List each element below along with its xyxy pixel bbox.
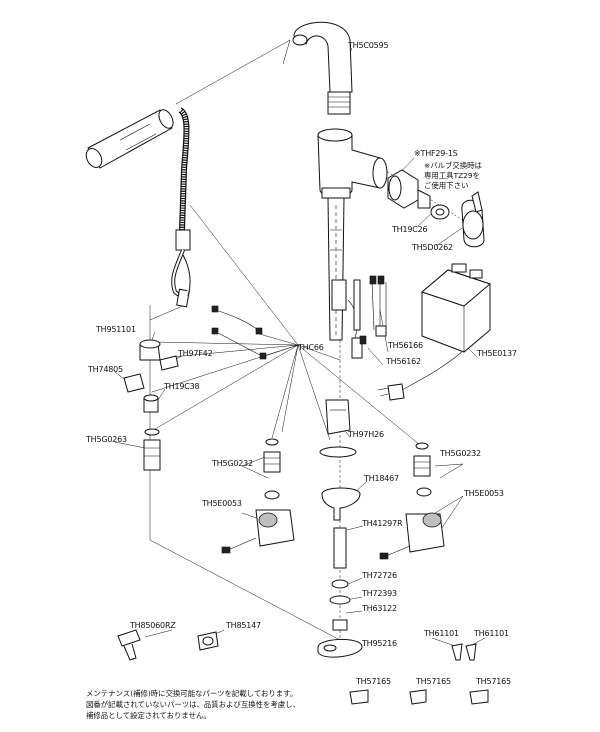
- part-labels: TH5C0595 ※THF29-1S ※バルブ交換時は 専用工具TZ29を ご使…: [85, 41, 517, 686]
- lever-handle: [461, 191, 485, 248]
- clamp: [197, 631, 219, 651]
- label-th5e0053-right: TH5E0053: [463, 489, 504, 498]
- label-th63122: TH63122: [361, 604, 397, 613]
- supply-stop-left: [221, 438, 295, 554]
- label-th56162: TH56162: [385, 357, 421, 366]
- label-th74805: TH74805: [87, 365, 123, 374]
- left-fittings: [123, 339, 179, 471]
- faucet-body: [292, 21, 388, 359]
- label-th56166: TH56166: [387, 341, 423, 350]
- label-th72726: TH72726: [361, 571, 397, 580]
- label-th57165-a: TH57165: [355, 677, 391, 686]
- wire-harness: [359, 275, 387, 345]
- label-th19c38: TH19C38: [163, 382, 200, 391]
- footer-line1: メンテナンス(補修)時に交換可能なパーツを記載しております。: [86, 689, 297, 698]
- label-th57165-c: TH57165: [475, 677, 511, 686]
- label-th72393: TH72393: [361, 589, 397, 598]
- label-th41297r: TH41297R: [361, 519, 403, 528]
- label-th97h26: TH97H26: [347, 430, 384, 439]
- supply-stop-right: [379, 442, 445, 560]
- pull-out-spray-head: [85, 109, 174, 169]
- mounting-stack: [317, 399, 363, 658]
- label-th951101: TH951101: [95, 325, 136, 334]
- label-th5d0262: TH5D0262: [411, 243, 453, 252]
- footer-line3: 補修品として設定されておりません。: [86, 711, 211, 720]
- sensor-cables: [211, 305, 267, 360]
- hose: [171, 107, 191, 308]
- label-th95216: TH95216: [361, 639, 397, 648]
- label-th5e0137: TH5E0137: [476, 349, 517, 358]
- label-thf29-1s: ※THF29-1S: [414, 149, 458, 158]
- control-box: [377, 263, 492, 401]
- label-th5c0595: TH5C0595: [347, 41, 388, 50]
- label-th85060rz: TH85060RZ: [129, 621, 176, 630]
- label-th5g0232-right: TH5G0232: [439, 449, 481, 458]
- label-th18467: TH18467: [363, 474, 399, 483]
- label-th5g0263: TH5G0263: [85, 435, 127, 444]
- valve-note-line3: ご使用下さい: [424, 181, 468, 190]
- screws: [451, 643, 477, 661]
- footer-line2: 図番が記載されていないパーツは、品質および互換性を考慮し、: [86, 700, 300, 709]
- key-tool: [117, 629, 141, 661]
- label-th97f42: TH97F42: [177, 349, 213, 358]
- valve-note-line2: 専用工具TZ29を: [424, 171, 480, 180]
- label-th85147: TH85147: [225, 621, 261, 630]
- label-th5e0053-left: TH5E0053: [201, 499, 242, 508]
- label-th19c26: TH19C26: [391, 225, 428, 234]
- valve-cartridge: [387, 169, 450, 220]
- label-th61101-a: TH61101: [423, 629, 459, 638]
- caps: [349, 689, 489, 705]
- label-th57165-b: TH57165: [415, 677, 451, 686]
- label-thc66: THC66: [297, 343, 324, 352]
- valve-note-line1: ※バルブ交換時は: [424, 161, 483, 170]
- label-th5g0232-left: TH5G0232: [211, 459, 253, 468]
- label-th61101-b: TH61101: [473, 629, 509, 638]
- footer-note: メンテナンス(補修)時に交換可能なパーツを記載しております。 図番が記載されてい…: [86, 689, 300, 720]
